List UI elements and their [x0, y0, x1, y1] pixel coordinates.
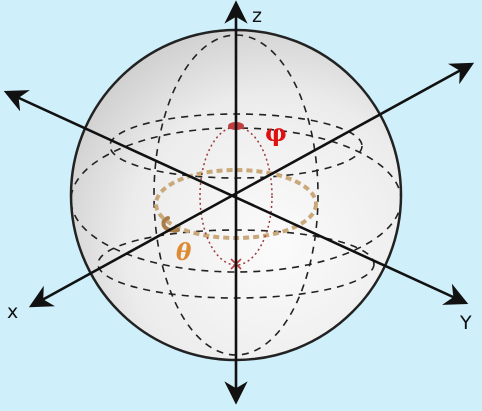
z-axis-label: z [252, 5, 262, 27]
phi-label: φ [265, 118, 287, 147]
axes [3, 0, 475, 405]
theta-label: θ [176, 239, 192, 266]
y-axis [28, 62, 475, 308]
y-axis-label: Y [459, 312, 472, 334]
x-axis-label: x [7, 301, 18, 323]
